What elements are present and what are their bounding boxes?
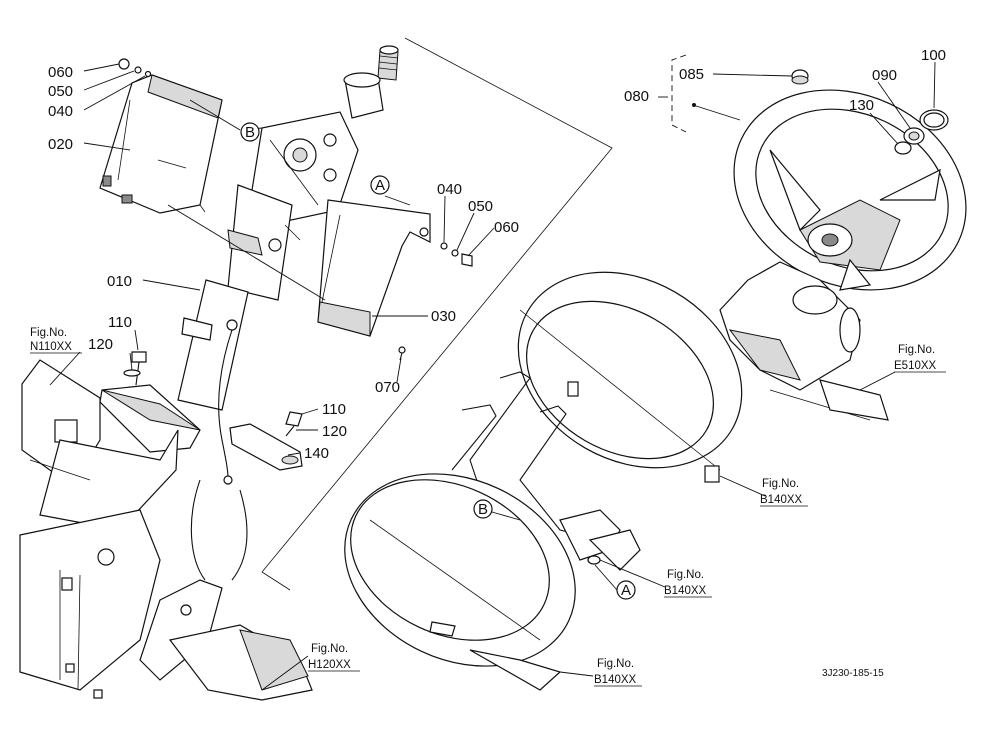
cover-lower (344, 473, 576, 691)
figref-e510: Fig.No. E510XX (894, 344, 946, 373)
cable (190, 329, 248, 581)
part-label-070: 070 (375, 379, 400, 396)
part-label-040-right: 040 (437, 181, 462, 198)
bracket-frame (451, 371, 641, 571)
bolt-060-right (440, 242, 473, 267)
part-label-040-left: 040 (48, 103, 73, 120)
part-label-060-right: 060 (494, 219, 519, 236)
ring-100 (919, 109, 949, 131)
callout-b-bottom-label: B (478, 501, 488, 518)
part-label-090: 090 (872, 67, 897, 84)
part-label-020: 020 (48, 136, 73, 153)
figref-n110-label: Fig.No. (30, 327, 67, 339)
leader-lines (49, 61, 936, 691)
figref-b140-lower-code: B140XX (594, 674, 637, 686)
figref-h120: Fig.No. H120XX (308, 643, 360, 672)
frame-bracket (19, 359, 179, 699)
column-switch (719, 261, 889, 421)
callout-b-bottom: B (473, 499, 493, 519)
bolt-110-left (123, 351, 147, 386)
figref-n110-code: N110XX (30, 341, 72, 353)
plate-140 (229, 423, 303, 471)
figref-b140-upper: Fig.No. B140XX (760, 478, 808, 507)
callout-b-top-label: B (245, 124, 255, 141)
figref-b140-mid-label: Fig.No. (667, 569, 704, 581)
pedal-bracket (139, 579, 313, 701)
callout-a-top-label: A (375, 177, 385, 194)
figref-b140-mid: Fig.No. B140XX (664, 569, 712, 598)
figref-e510-code: E510XX (894, 360, 937, 372)
nut-090 (903, 127, 925, 145)
bolt-060-left (118, 58, 152, 78)
figref-b140-lower-label: Fig.No. (597, 658, 634, 670)
callout-a-top: A (370, 175, 390, 195)
group-bracket-080 (671, 54, 696, 133)
figref-b140-upper-code: B140XX (760, 494, 803, 506)
bolt-110-right (285, 411, 303, 437)
figref-b140-mid-code: B140XX (664, 585, 707, 597)
callout-a-bottom: A (616, 580, 636, 600)
cover-030 (317, 199, 431, 337)
drawing-reference: 3J230-185-15 (822, 668, 884, 679)
part-label-120-right: 120 (322, 423, 347, 440)
part-label-060-left: 060 (48, 64, 73, 81)
part-label-140: 140 (304, 445, 329, 462)
part-label-085: 085 (679, 66, 704, 83)
part-label-010: 010 (107, 273, 132, 290)
part-label-030: 030 (431, 308, 456, 325)
figref-n110: Fig.No. N110XX (30, 327, 82, 354)
cover-upper (517, 271, 743, 483)
cap-085 (791, 69, 809, 85)
figref-e510-label: Fig.No. (898, 344, 935, 356)
callout-a-bottom-label: A (621, 582, 631, 599)
figref-h120-code: H120XX (308, 659, 351, 671)
part-labels: 060 050 040 020 010 110 120 040 050 060 … (48, 47, 946, 462)
callout-b-top: B (240, 122, 260, 142)
part-label-130: 130 (849, 97, 874, 114)
part-label-050-left: 050 (48, 83, 73, 100)
part-label-120-left: 120 (88, 336, 113, 353)
column-assembly-outline (261, 37, 613, 591)
figref-h120-label: Fig.No. (311, 643, 348, 655)
part-label-110-right: 110 (322, 401, 346, 418)
part-label-080: 080 (624, 88, 649, 105)
figref-b140-upper-label: Fig.No. (762, 478, 799, 490)
part-label-050-right: 050 (468, 198, 493, 215)
washer-130 (894, 141, 912, 155)
part-label-110-left: 110 (108, 314, 132, 331)
cover-020 (99, 74, 223, 214)
part-label-100: 100 (921, 47, 946, 64)
bolt-070 (398, 346, 406, 361)
figref-b140-lower: Fig.No. B140XX (594, 658, 642, 687)
